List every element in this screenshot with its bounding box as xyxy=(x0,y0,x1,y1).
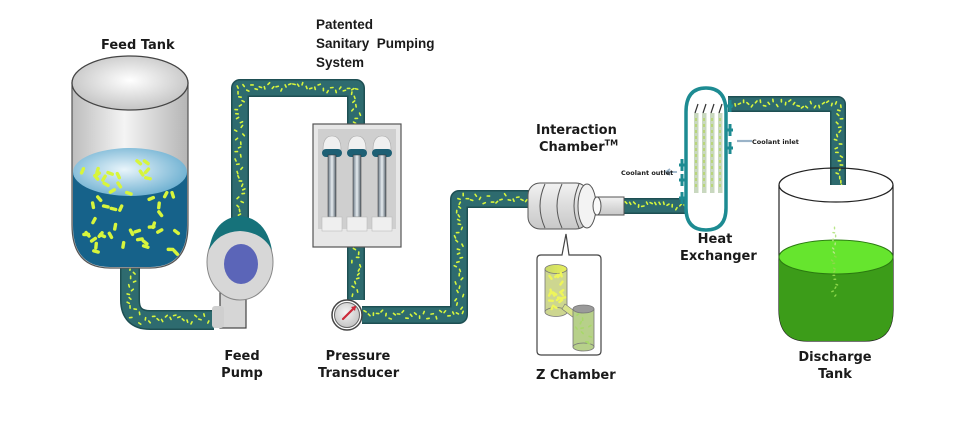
discharge-tank-label-line-2: Tank xyxy=(818,367,852,382)
exchanger-tube-2 xyxy=(702,103,707,193)
interaction-chamber-label: Interaction ChamberTM xyxy=(536,122,618,156)
feed-pump-label-line-1: Feed xyxy=(224,349,260,364)
interaction-chamber-label-line-1: Interaction xyxy=(536,123,617,138)
piston-1 xyxy=(321,135,343,232)
feed-tank-particles xyxy=(79,159,181,256)
feed-tank xyxy=(71,55,189,269)
pipes xyxy=(120,79,846,330)
pumping-system xyxy=(312,123,402,248)
pressure-transducer-label: Pressure Transducer xyxy=(318,348,400,382)
pumping-system-label-line-3: System xyxy=(316,55,365,70)
piston-3 xyxy=(371,135,393,232)
discharge-tank xyxy=(778,167,894,342)
coolant-inlet-label: Coolant inlet xyxy=(752,138,799,146)
coolant-outlet-label: Coolant outlet xyxy=(621,169,674,177)
pump-impeller xyxy=(224,244,258,284)
trademark-symbol: TM xyxy=(604,138,619,148)
heat-exchanger-label-line-2: Exchanger xyxy=(680,249,757,264)
exchanger-tube-4 xyxy=(718,103,723,193)
pipe-pump-to-pumping-system-particles xyxy=(233,81,362,225)
pressure-transducer-label-line-2: Transducer xyxy=(318,366,400,381)
pipe-tank-to-pump-particles xyxy=(126,267,210,326)
exchanger-tube-3 xyxy=(710,103,715,193)
exchanger-tube-1 xyxy=(694,103,699,193)
feed-liquid-surface xyxy=(73,148,187,196)
pipe-transducer-to-chamber-particles xyxy=(363,192,528,320)
interaction-chamber-label-text: Chamber xyxy=(539,140,605,155)
feed-tank-label: Feed Tank xyxy=(101,38,175,53)
pipe-tank-to-pump xyxy=(121,266,214,329)
heat-exchanger-label: Heat Exchanger xyxy=(680,231,757,265)
pipe-pumping-system-to-transducer-particles xyxy=(351,247,362,298)
pumping-system-label-line-1: Patented xyxy=(316,17,374,32)
pumping-system-label: Patented Sanitary Pumping System xyxy=(316,15,435,72)
discharge-tank-label: Discharge Tank xyxy=(795,349,875,383)
feed-tank-opening xyxy=(71,55,189,111)
feed-pump-label-line-2: Pump xyxy=(221,366,263,381)
z-chamber-callout xyxy=(536,233,602,356)
feed-pump-label: Feed Pump xyxy=(217,348,267,382)
pressure-transducer xyxy=(331,299,363,331)
piston-2 xyxy=(346,135,368,232)
feed-pump xyxy=(206,216,274,329)
z-chamber-label: Z Chamber xyxy=(536,368,616,383)
coolant-outlet-arrow xyxy=(664,168,677,176)
pressure-transducer-label-line-1: Pressure xyxy=(325,349,391,364)
interaction-chamber xyxy=(527,182,625,230)
pumping-system-label-line-2: Sanitary Pumping xyxy=(316,36,435,51)
discharge-stream xyxy=(830,226,839,297)
heat-exchanger xyxy=(664,86,752,232)
heat-exchanger-label-line-1: Heat xyxy=(697,232,733,247)
discharge-tank-opening xyxy=(778,167,894,203)
interaction-chamber-label-line-2: ChamberTM xyxy=(536,139,618,156)
pipe-exchanger-to-discharge xyxy=(728,97,845,225)
discharge-tank-label-line-1: Discharge xyxy=(798,350,872,365)
